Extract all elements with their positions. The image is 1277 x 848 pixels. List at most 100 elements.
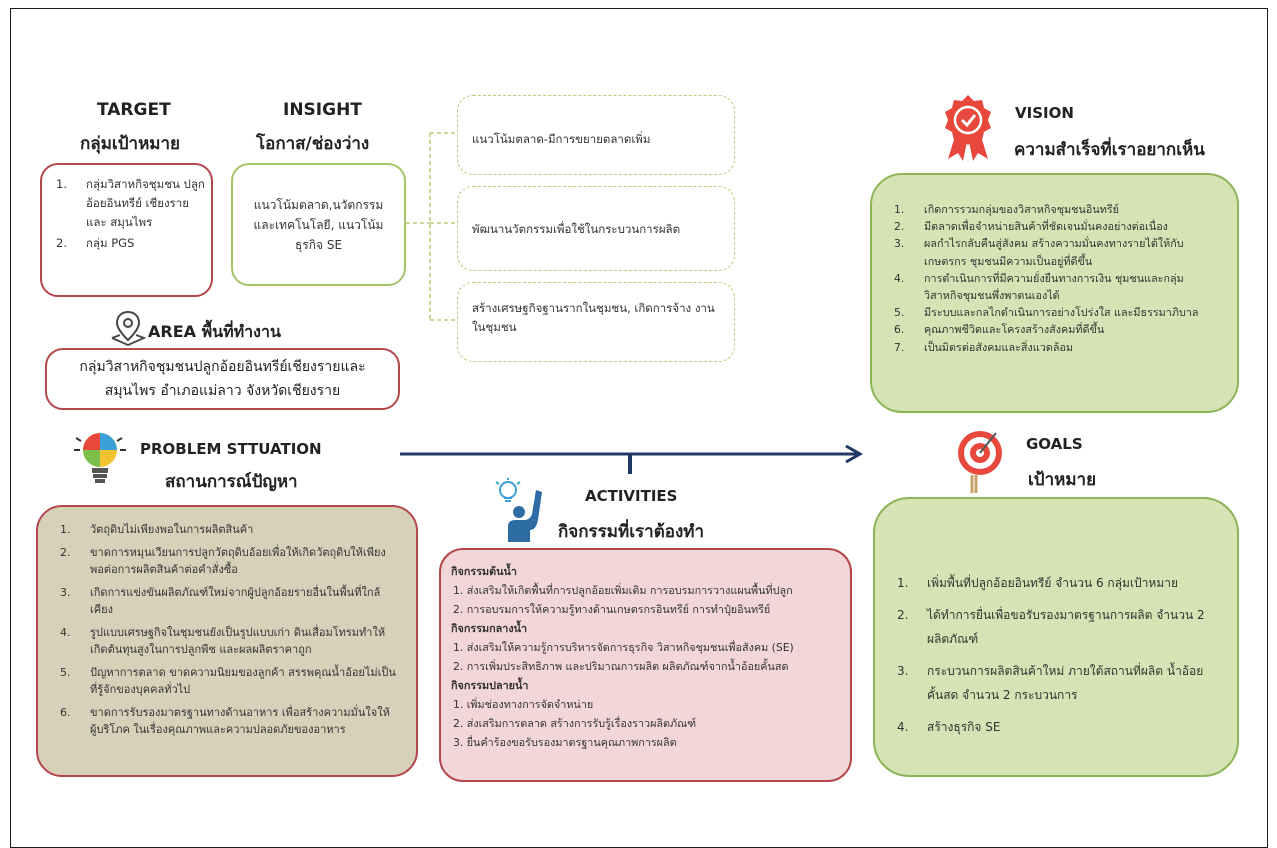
- vision-list: 1. เกิดการรวมกลุ่มของวิสาหกิจชุมชนอินทรีย…: [872, 175, 1237, 356]
- activity-group-heading: กิจกรรมกลางน้ำ: [451, 622, 528, 635]
- target-item-text: กลุ่ม PGS: [86, 236, 135, 250]
- target-title-en: TARGET: [97, 100, 171, 120]
- problem-item-text: รูปแบบเศรษฐกิจในชุมชนยังเป็นรูปแบบเก่า ด…: [90, 626, 386, 656]
- activity-item: 1. ส่งเสริมให้ความรู้การบริหารจัดการธุรก…: [453, 641, 794, 654]
- vision-item-number: 5.: [894, 306, 905, 320]
- problem-item: 2. ขาดการหมุนเวียนการปลูกวัตถุดิบอ้อยเพื่…: [60, 544, 396, 578]
- activity-item: 2. ส่งเสริมการตลาด สร้างการรับรู้เรื่องร…: [453, 717, 697, 730]
- goals-box: 1. เพิ่มพื้นที่ปลูกอ้อยอินทรีย์ จำนวน 6 ก…: [873, 497, 1239, 777]
- vision-item-text: ผลกำไรกลับคืนสู่สังคม สร้างความมั่นคงทาง…: [924, 237, 1184, 268]
- progress-arrow: [400, 444, 864, 474]
- problem-title-th: สถานการณ์ปัญหา: [165, 472, 298, 492]
- vision-box: 1. เกิดการรวมกลุ่มของวิสาหกิจชุมชนอินทรีย…: [870, 173, 1239, 413]
- vision-item-number: 6.: [894, 323, 905, 337]
- problem-item-number: 5.: [60, 666, 71, 679]
- vision-item-text: เป็นมิตรต่อสังคมและสิ่งแวดล้อม: [924, 340, 1074, 354]
- area-title: AREA พื้นที่ทำงาน: [148, 322, 281, 341]
- vision-item-text: การดำเนินการที่มีความยั่งยืนทางการเงิน ช…: [924, 271, 1184, 303]
- goals-list: 1. เพิ่มพื้นที่ปลูกอ้อยอินทรีย์ จำนวน 6 ก…: [875, 499, 1237, 739]
- vision-item: 1. เกิดการรวมกลุ่มของวิสาหกิจชุมชนอินทรีย…: [894, 201, 1219, 218]
- problem-item: 3. เกิดการแข่งขันผลิตภัณฑ์ใหม่จากผู้ปลูกอ…: [60, 584, 396, 618]
- vision-title-en: VISION: [1015, 104, 1074, 122]
- target-item-text: กลุ่มวิสาหกิจชุมชน ปลูกอ้อยอินทรีย์ เชีย…: [86, 177, 205, 229]
- target-item: 1. กลุ่มวิสาหกิจชุมชน ปลูกอ้อยอินทรีย์ เช…: [56, 175, 207, 232]
- goals-title-en: GOALS: [1026, 435, 1083, 453]
- opportunity-text-2: พัฒนานวัตกรรมเพื่อใช้ในกระบวนการผลิต: [472, 222, 681, 236]
- vision-item-text: มีตลาดเพื่อจำหน่ายสินค้าที่ชัดเจนมั่นคงอ…: [924, 220, 1168, 234]
- goals-item: 3. กระบวนการผลิตสินค้าใหม่ ภายใต้สถานที่ผ…: [897, 659, 1217, 707]
- problem-title-en: PROBLEM STTUATION: [140, 440, 322, 458]
- goals-item-number: 4.: [897, 720, 909, 734]
- activity-group-heading: กิจกรรมปลายน้ำ: [451, 679, 529, 692]
- goals-item-text: สร้างธุรกิจ SE: [927, 720, 1001, 734]
- vision-item: 2. มีตลาดเพื่อจำหน่ายสินค้าที่ชัดเจนมั่นค…: [894, 218, 1219, 235]
- problem-item-text: วัตถุดิบไม่เพียงพอในการผลิตสินค้า: [90, 523, 254, 536]
- problem-item-text: ขาดการหมุนเวียนการปลูกวัตถุดิบอ้อยเพื่อใ…: [90, 546, 386, 576]
- goals-item-number: 1.: [897, 576, 909, 590]
- problem-item: 5. ปัญหาการตลาด ขาดความนิยมของลูกค้า สรรพ…: [60, 664, 396, 698]
- opportunity-text-1: แนวโน้มตลาด-มีการขยายตลาดเพิ่ม: [472, 132, 651, 146]
- vision-item: 6.คุณภาพชีวิตและโครงสร้างสังคมที่ดีขึ้น: [894, 321, 1219, 338]
- activities-box: กิจกรรมต้นน้ำ 1. ส่งเสริมให้เกิดพื้นที่กา…: [439, 548, 852, 782]
- goals-item: 2. ได้ทำการยื่นเพื่อขอรับรองมาตรฐานการผลิ…: [897, 603, 1217, 651]
- problem-item-number: 3.: [60, 586, 71, 599]
- opportunity-box-1: แนวโน้มตลาด-มีการขยายตลาดเพิ่ม: [457, 95, 735, 175]
- vision-item-number: 4.: [894, 271, 905, 285]
- insight-title-en: INSIGHT: [283, 100, 362, 120]
- problem-item-number: 2.: [60, 546, 71, 559]
- map-pin-icon: [111, 310, 147, 346]
- activity-item: 1. ส่งเสริมให้เกิดพื้นที่การปลูกอ้อยเพิ่…: [453, 584, 793, 597]
- target-item-number: 1.: [56, 177, 67, 191]
- vision-title-th: ความสำเร็จที่เราอยากเห็น: [1014, 140, 1205, 160]
- vision-item-text: เกิดการรวมกลุ่มของวิสาหกิจชุมชนอินทรีย์: [924, 203, 1119, 216]
- activity-item: 2. การเพิ่มประสิทธิภาพ และปริมาณการผลิต …: [453, 660, 789, 673]
- opportunity-box-3: สร้างเศรษฐกิจฐานรากในชุมชน, เกิดการจ้าง …: [457, 282, 735, 362]
- insight-title-th: โอกาส/ช่องว่าง: [256, 134, 370, 154]
- area-box: กลุ่มวิสาหกิจชุมชนปลูกอ้อยอินทรีย์เชียงร…: [45, 348, 400, 410]
- opportunity-box-2: พัฒนานวัตกรรมเพื่อใช้ในกระบวนการผลิต: [457, 186, 735, 271]
- problem-item: 4.รูปแบบเศรษฐกิจในชุมชนยังเป็นรูปแบบเก่า…: [60, 624, 396, 658]
- goals-item-text: กระบวนการผลิตสินค้าใหม่ ภายใต้สถานที่ผลิ…: [927, 664, 1204, 702]
- activities-title-th: กิจกรรมที่เราต้องทำ: [558, 522, 705, 542]
- problem-item: 6. ขาดการรับรองมาตรฐานทางด้านอาหาร เพื่อส…: [60, 704, 396, 738]
- vision-item-number: 1.: [894, 203, 905, 216]
- puzzle-bulb-icon: [74, 433, 126, 483]
- problem-item-text: เกิดการแข่งขันผลิตภัณฑ์ใหม่จากผู้ปลูกอ้อ…: [90, 586, 381, 616]
- target-list: 1. กลุ่มวิสาหกิจชุมชน ปลูกอ้อยอินทรีย์ เช…: [42, 165, 211, 253]
- vision-item-text: มีระบบและกลไกดำเนินการอย่างโปร่งใส และมี…: [924, 306, 1199, 320]
- vision-item: 7. เป็นมิตรต่อสังคมและสิ่งแวดล้อม: [894, 339, 1219, 356]
- opportunity-text-3: สร้างเศรษฐกิจฐานรากในชุมชน, เกิดการจ้าง …: [472, 301, 715, 334]
- activity-group-heading: กิจกรรมต้นน้ำ: [451, 565, 517, 578]
- problem-item-text: ขาดการรับรองมาตรฐานทางด้านอาหาร เพื่อสร้…: [90, 706, 390, 736]
- target-item: 2. กลุ่ม PGS: [56, 234, 207, 253]
- goals-title-th: เป้าหมาย: [1028, 470, 1097, 490]
- goals-item: 4. สร้างธุรกิจ SE: [897, 715, 1217, 739]
- insight-connector: [406, 132, 458, 321]
- vision-item-number: 3.: [894, 237, 905, 251]
- problem-item-number: 6.: [60, 706, 71, 719]
- goals-item-text: ได้ทำการยื่นเพื่อขอรับรองมาตรฐานการผลิต …: [927, 608, 1205, 646]
- vision-item-number: 2.: [894, 220, 905, 234]
- goals-item-number: 3.: [897, 664, 909, 678]
- target-box: 1. กลุ่มวิสาหกิจชุมชน ปลูกอ้อยอินทรีย์ เช…: [40, 163, 213, 297]
- target-item-number: 2.: [56, 236, 67, 250]
- goals-item-number: 2.: [897, 608, 909, 622]
- vision-item: 3. ผลกำไรกลับคืนสู่สังคม สร้างความมั่นคงท…: [894, 235, 1219, 269]
- insight-text: แนวโน้มตลาด,นวัตกรรม และเทคโนโลยี, แนวโน…: [253, 197, 384, 252]
- goals-item-text: เพิ่มพื้นที่ปลูกอ้อยอินทรีย์ จำนวน 6 กลุ…: [927, 576, 1178, 590]
- area-text: กลุ่มวิสาหกิจชุมชนปลูกอ้อยอินทรีย์เชียงร…: [79, 359, 366, 399]
- problem-list: 1. วัตถุดิบไม่เพียงพอในการผลิตสินค้า 2. ขาด…: [38, 507, 416, 738]
- target-title-th: กลุ่มเป้าหมาย: [80, 134, 180, 154]
- problem-box: 1. วัตถุดิบไม่เพียงพอในการผลิตสินค้า 2. ขาด…: [36, 505, 418, 777]
- vision-item: 4. การดำเนินการที่มีความยั่งยืนทางการเงิน…: [894, 270, 1219, 304]
- award-badge-icon: [945, 95, 991, 161]
- goals-item: 1. เพิ่มพื้นที่ปลูกอ้อยอินทรีย์ จำนวน 6 ก…: [897, 571, 1217, 595]
- target-dart-icon: [958, 431, 1002, 493]
- idea-person-icon: [495, 478, 542, 542]
- vision-item-number: 7.: [894, 340, 905, 354]
- activity-item: 1. เพิ่มช่องทางการจัดจำหน่าย: [453, 698, 594, 711]
- problem-item-text: ปัญหาการตลาด ขาดความนิยมของลูกค้า สรรพคุ…: [90, 666, 396, 696]
- activities-content: กิจกรรมต้นน้ำ 1. ส่งเสริมให้เกิดพื้นที่กา…: [441, 550, 850, 752]
- problem-item-number: 1.: [60, 523, 71, 536]
- activity-item: 2. การอบรมการให้ความรู้ทางด้านเกษตรกรอิน…: [453, 603, 771, 616]
